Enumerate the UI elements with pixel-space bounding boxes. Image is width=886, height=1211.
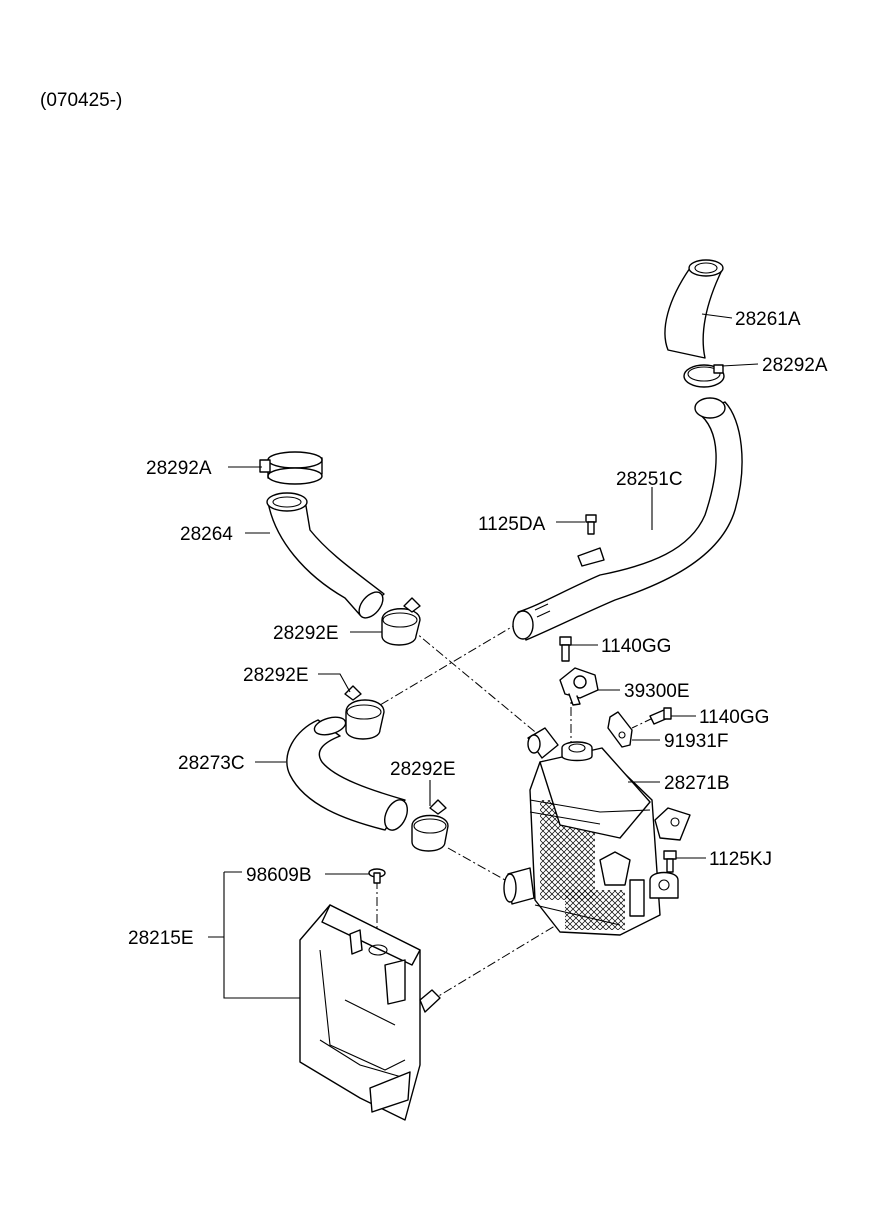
part-label: 28292A	[146, 458, 212, 479]
bolt-98609B[interactable]	[368, 868, 386, 884]
part-label: 1140GG	[601, 636, 671, 657]
hose-28261A[interactable]	[664, 259, 724, 359]
leader-lines	[208, 313, 759, 999]
part-label: 39300E	[624, 681, 690, 702]
hose-28264[interactable]	[266, 492, 388, 622]
part-label: 1125KJ	[709, 849, 772, 870]
part-label: 98609B	[246, 865, 312, 886]
part-label: 28215E	[128, 928, 194, 949]
bolt-1140GG-right[interactable]	[649, 707, 672, 725]
bracket-91931F[interactable]	[607, 711, 633, 748]
part-label: 28292A	[762, 355, 828, 376]
clamp-28292E-1[interactable]	[381, 597, 421, 646]
part-label: 28271B	[664, 773, 730, 794]
part-label: 28261A	[735, 309, 801, 330]
clamp-28292A-upper[interactable]	[683, 364, 725, 388]
part-label: 91931F	[664, 731, 728, 752]
bolt-1125KJ[interactable]	[663, 850, 677, 873]
bolt-1125DA[interactable]	[585, 514, 597, 535]
clamp-28292E-2[interactable]	[344, 685, 385, 740]
clamp-28292E-3[interactable]	[411, 799, 449, 852]
part-label: 1125DA	[478, 514, 546, 535]
part-label: 28292E	[243, 665, 309, 686]
part-label: 1140GG	[699, 707, 769, 728]
part-label: 28251C	[616, 469, 683, 490]
bolt-1140GG-upper[interactable]	[559, 636, 572, 662]
air-duct-28215E[interactable]	[299, 904, 441, 1121]
sensor-39300E[interactable]	[559, 667, 599, 706]
hose-28251C[interactable]	[512, 397, 743, 641]
diagram-code: (070425-)	[40, 90, 122, 111]
intercooler-28271B[interactable]	[503, 727, 691, 936]
part-labels: 28261A 28292A 28292A 28251C 28264 1125DA…	[128, 309, 828, 949]
clamp-28292A-left[interactable]	[259, 451, 323, 485]
part-label: 28264	[180, 524, 233, 545]
part-label: 28292E	[390, 759, 456, 780]
part-label: 28292E	[273, 623, 339, 644]
hose-28273C[interactable]	[286, 714, 412, 834]
part-label: 28273C	[178, 753, 245, 774]
